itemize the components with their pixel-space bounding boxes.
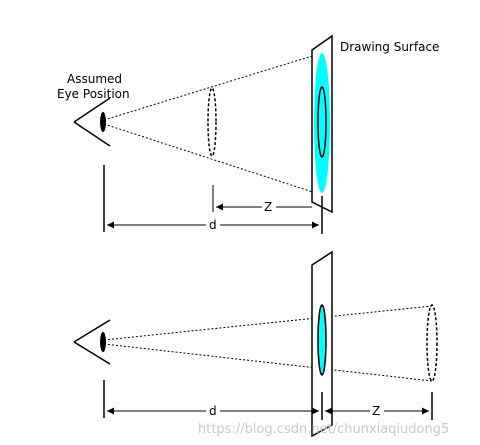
- z-label: Z: [372, 404, 380, 418]
- d-label: d: [209, 404, 217, 418]
- eye-position-label-line2: Eye Position: [57, 87, 130, 101]
- projected-ellipse: [317, 304, 327, 376]
- eye-icon: [73, 97, 111, 147]
- eye-icon: [73, 319, 111, 365]
- inner-ellipse: [317, 86, 327, 158]
- eye-position-label-line1: Assumed: [67, 72, 122, 86]
- view-frustum-lines: [103, 52, 323, 196]
- drawing-surface-label: Drawing Surface: [340, 40, 439, 54]
- bottom-diagram: d Z: [73, 250, 438, 438]
- far-circle: [426, 304, 438, 382]
- projected-ellipse: [314, 53, 330, 193]
- watermark: https://blog.csdn.net/chunxiaqiudong5: [198, 422, 449, 437]
- z-label: Z: [264, 200, 272, 214]
- d-label: d: [209, 218, 217, 232]
- near-circle: [207, 87, 217, 157]
- view-frustum-lines: [103, 305, 433, 382]
- top-diagram: Assumed Eye Position Drawing Surface Z d: [57, 34, 439, 234]
